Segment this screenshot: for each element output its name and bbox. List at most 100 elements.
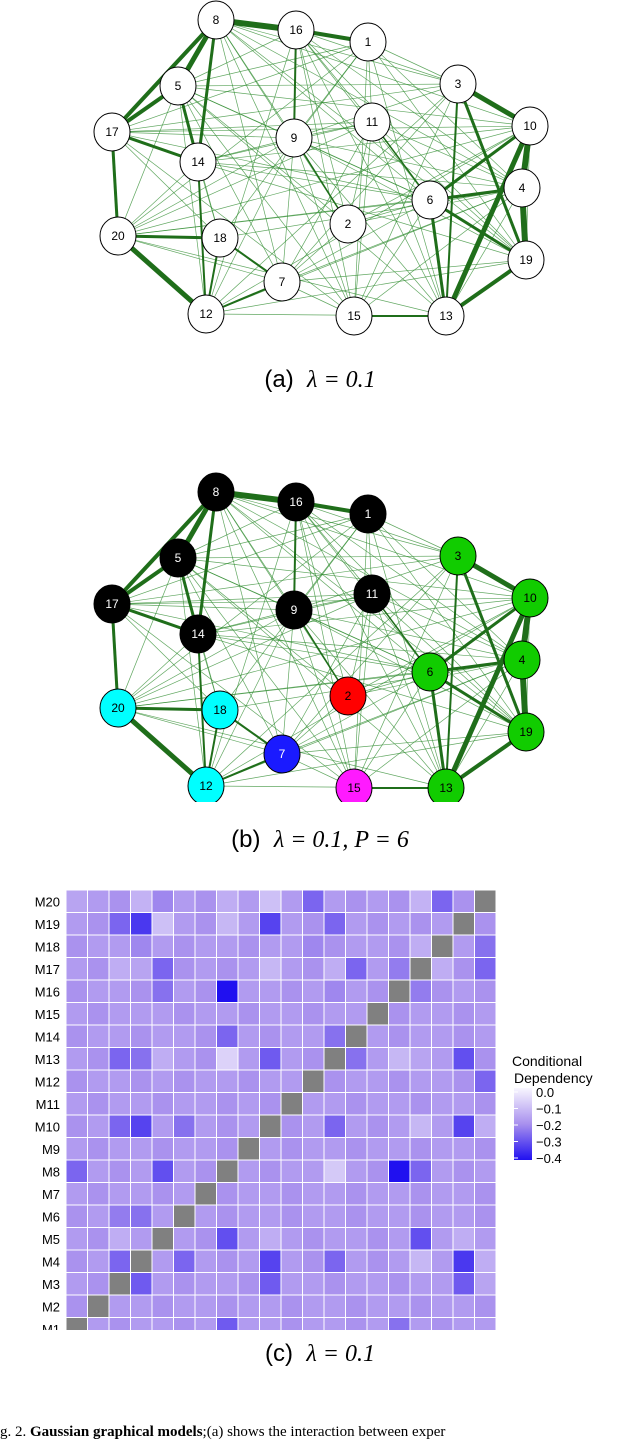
graph-edge-strong bbox=[116, 234, 208, 316]
heatmap-cell bbox=[280, 1114, 303, 1138]
heatmap-cell bbox=[302, 1069, 325, 1093]
graph-edge bbox=[281, 121, 373, 283]
heatmap-cell bbox=[323, 1092, 346, 1116]
heatmap-cell bbox=[280, 1092, 303, 1116]
heatmap-cell bbox=[108, 1294, 131, 1318]
node-label: 17 bbox=[105, 125, 119, 139]
heatmap-cell bbox=[302, 1092, 325, 1116]
heatmap-cell bbox=[409, 1024, 432, 1048]
heatmap-cell bbox=[151, 1294, 174, 1318]
heatmap-cell bbox=[345, 957, 368, 981]
graph-node-8: 8 bbox=[197, 472, 235, 512]
graph-edge bbox=[295, 29, 523, 189]
heatmap-cell bbox=[87, 979, 110, 1003]
graph-edge bbox=[197, 633, 527, 733]
node-label: 15 bbox=[347, 309, 361, 323]
heatmap-cell bbox=[194, 1204, 217, 1228]
heatmap-cell bbox=[323, 912, 346, 936]
heatmap-cell bbox=[452, 1069, 475, 1093]
graph-edge bbox=[281, 137, 295, 283]
heatmap-cell bbox=[323, 1182, 346, 1206]
heatmap-cell bbox=[259, 1002, 282, 1026]
heatmap-cell bbox=[474, 1272, 497, 1296]
heatmap-cell bbox=[216, 1159, 239, 1183]
heatmap-cell bbox=[194, 889, 217, 913]
heatmap-cell bbox=[323, 1227, 346, 1251]
graph-edge bbox=[111, 593, 373, 605]
heatmap-cell bbox=[409, 1294, 432, 1318]
graph-edge bbox=[117, 137, 295, 237]
heatmap-cell bbox=[388, 1204, 411, 1228]
graph-edge bbox=[293, 137, 355, 317]
row-label: M10 bbox=[35, 1119, 60, 1134]
heatmap-cell bbox=[151, 1047, 174, 1071]
heatmap-cell bbox=[108, 1069, 131, 1093]
heatmap-cell bbox=[302, 912, 325, 936]
heatmap-cell bbox=[151, 1227, 174, 1251]
heatmap-cell bbox=[130, 934, 153, 958]
graph-edge bbox=[295, 501, 523, 661]
heatmap-cell bbox=[323, 1047, 346, 1071]
heatmap-cell bbox=[366, 979, 389, 1003]
graph-edges bbox=[110, 17, 533, 318]
heatmap-cell bbox=[366, 1227, 389, 1251]
heatmap-cell bbox=[151, 1204, 174, 1228]
heatmap-cell bbox=[280, 1294, 303, 1318]
heatmap-cell bbox=[173, 1272, 196, 1296]
heatmap-cell bbox=[87, 1294, 110, 1318]
heatmap-cell bbox=[108, 1272, 131, 1296]
heatmap-cell bbox=[431, 1272, 454, 1296]
heatmap-cell bbox=[194, 957, 217, 981]
graph-edge bbox=[371, 593, 447, 789]
heatmap-cell bbox=[151, 1159, 174, 1183]
heatmap-cell bbox=[151, 1114, 174, 1138]
graph-edge bbox=[111, 83, 459, 133]
graph-edge bbox=[205, 501, 297, 787]
heatmap-cell bbox=[194, 1114, 217, 1138]
heatmap-cell bbox=[237, 1317, 260, 1330]
heatmap-cell bbox=[237, 1024, 260, 1048]
graph-edge bbox=[177, 85, 447, 317]
heatmap-cell bbox=[302, 1317, 325, 1330]
caption-b-math: λ = 0.1, P = 6 bbox=[273, 827, 409, 853]
heatmap-cell bbox=[323, 1024, 346, 1048]
heatmap-cell bbox=[366, 1204, 389, 1228]
heatmap-cell bbox=[87, 1227, 110, 1251]
heatmap-cell bbox=[323, 934, 346, 958]
node-label: 14 bbox=[191, 627, 205, 641]
heatmap-cell bbox=[87, 1272, 110, 1296]
heatmap-cell bbox=[237, 889, 260, 913]
heatmap-cell bbox=[173, 1092, 196, 1116]
heatmap-cell bbox=[259, 1317, 282, 1330]
graph-edge bbox=[281, 83, 459, 283]
graph-edge bbox=[215, 491, 431, 673]
graph-edge bbox=[295, 501, 349, 697]
heatmap-cell bbox=[431, 1204, 454, 1228]
heatmap-cell bbox=[345, 1002, 368, 1026]
heatmap-cell bbox=[130, 1159, 153, 1183]
heatmap-cell bbox=[237, 1002, 260, 1026]
heatmap-cell bbox=[452, 979, 475, 1003]
heatmap-cell bbox=[87, 1159, 110, 1183]
heatmap-cell bbox=[65, 1092, 88, 1116]
heatmap-cell bbox=[87, 1069, 110, 1093]
graph-edge bbox=[293, 609, 447, 789]
node-circle bbox=[439, 64, 477, 104]
heatmap-cell bbox=[237, 1069, 260, 1093]
graph-edge bbox=[197, 161, 527, 261]
graph-edge bbox=[215, 19, 431, 201]
node-label: 15 bbox=[347, 781, 361, 795]
heatmap-cell bbox=[409, 1272, 432, 1296]
heatmap-cell bbox=[323, 1159, 346, 1183]
heatmap-cell bbox=[173, 1182, 196, 1206]
graph-edge bbox=[205, 29, 297, 315]
graph-edge bbox=[371, 121, 527, 261]
graph-node-7: 7 bbox=[263, 734, 301, 774]
heatmap-cell bbox=[366, 1092, 389, 1116]
heatmap-cell bbox=[474, 912, 497, 936]
heatmap-cell bbox=[130, 889, 153, 913]
heatmap-cell bbox=[65, 1249, 88, 1273]
heatmap-cell bbox=[151, 889, 174, 913]
graph-node-12: 12 bbox=[187, 294, 225, 334]
heatmap-cell bbox=[474, 1294, 497, 1318]
